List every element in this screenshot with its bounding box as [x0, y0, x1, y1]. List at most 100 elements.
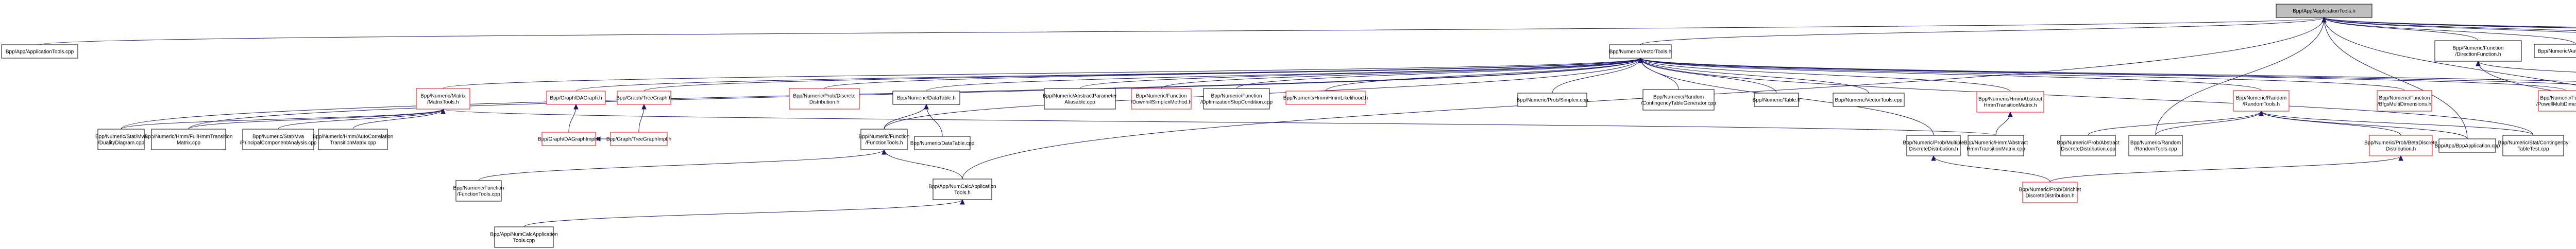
node-label: /DirectionFunction.h	[2455, 52, 2501, 58]
node-label: Matrix.cpp	[177, 140, 201, 146]
graph-node-functiontools-h[interactable]: Bpp/Numeric/Function/FunctionTools.h	[859, 129, 910, 150]
edge-vectortools_h-to-root	[1640, 17, 2325, 45]
graph-node-directionfunction-h[interactable]: Bpp/Numeric/Function/DirectionFunction.h	[2434, 40, 2522, 62]
node-label: /MatrixTools.h	[427, 100, 459, 105]
node-box	[2377, 90, 2432, 112]
node-label: Bpp/App/ApplicationTools.h	[2293, 9, 2355, 14]
graph-node-downhill-h[interactable]: Bpp/Numeric/Function/DownhillSimplexMeth…	[1131, 88, 1192, 110]
node-box	[2060, 135, 2116, 156]
graph-node-root[interactable]: Bpp/App/ApplicationTools.h	[2276, 4, 2372, 18]
graph-node-betadiscrete-h[interactable]: Bpp/Numeric/Prob/BetaDiscreteDistributio…	[2364, 135, 2437, 156]
node-box	[933, 179, 992, 200]
graph-node-powell-h[interactable]: Bpp/Numeric/Function/PowellMultiDimensio…	[2536, 90, 2576, 112]
graph-node-abstractparamaliasable-cpp[interactable]: Bpp/Numeric/AbstractParameterAliasable.c…	[1043, 88, 1117, 110]
arrowhead-icon	[595, 136, 601, 141]
graph-node-cttest-cpp[interactable]: Bpp/Numeric/Stat/ContingencyTableTest.cp…	[2498, 135, 2569, 156]
edge-table_h-to-vectortools_h	[1640, 58, 1777, 94]
graph-node-pca-cpp[interactable]: Bpp/Numeric/Stat/Mva/PrincipalComponentA…	[240, 129, 317, 150]
node-label: Bpp/Numeric/Hmm/Abstract	[1964, 140, 2028, 146]
graph-node-multidiscrete-h[interactable]: Bpp/Numeric/Prob/MultipleDiscreteDistrib…	[1903, 135, 1964, 156]
graph-node-dagraph-h[interactable]: Bpp/Graph/DAGraph.h	[546, 91, 606, 105]
edge-conjgrad_cpp-to-directionfunction_h	[2478, 61, 2576, 95]
node-label: Bpp/Numeric/Function	[1211, 94, 1262, 99]
graph-node-randomtools-cpp[interactable]: Bpp/Numeric/Random/RandomTools.cpp	[2128, 135, 2183, 156]
arrowhead-icon	[1931, 155, 1936, 161]
graph-node-fullhmmtm-cpp[interactable]: Bpp/Numeric/Hmm/FullHmmTransitionMatrix.…	[145, 129, 233, 150]
node-label: Bpp/Graph/DAGraphImpl.h	[538, 137, 600, 143]
node-box	[2538, 90, 2576, 112]
graph-node-datatable-h[interactable]: Bpp/Numeric/DataTable.h	[892, 91, 960, 105]
arrowhead-icon	[573, 103, 579, 110]
graph-node-hmmlikelihood-h[interactable]: Bpp/Numeric/Hmm/HmmLikelihood.h	[1283, 91, 1368, 105]
node-box	[2502, 135, 2564, 156]
graph-node-treegraphimpl-h[interactable]: Bpp/Graph/TreeGraphImpl.h	[606, 132, 671, 146]
nodes-layer: Bpp/App/ApplicationTools.hBpp/App/Applic…	[1, 4, 2576, 248]
graph-node-bfgs-h[interactable]: Bpp/Numeric/Function/BfgsMultiDimensions…	[2377, 90, 2432, 112]
graph-node-vectortools-cpp[interactable]: Bpp/Numeric/VectorTools.cpp	[1833, 93, 1905, 107]
graph-node-abshmmtm-h[interactable]: Bpp/Numeric/Hmm/AbstractHmmTransitionMat…	[1976, 91, 2044, 113]
node-box	[1754, 93, 1799, 107]
graph-node-optstop-cpp[interactable]: Bpp/Numeric/Function/OptimizationStopCon…	[1200, 88, 1273, 110]
graph-node-datatable-cpp[interactable]: Bpp/Numeric/DataTable.cpp	[910, 136, 975, 150]
node-label: /BfgsMultiDimensions.h	[2378, 102, 2431, 108]
arrowhead-icon	[641, 103, 647, 110]
node-label: Bpp/Numeric/Stat/Mva	[95, 134, 147, 140]
edge-randomtools_cpp-to-root	[2155, 17, 2325, 136]
edge-optstop_cpp-to-vectortools_h	[1236, 58, 1641, 89]
node-label: Bpp/Numeric/Prob/Abstract	[2057, 140, 2119, 146]
graph-node-absdiscrete-cpp[interactable]: Bpp/Numeric/Prob/AbstractDiscreteDistrib…	[2057, 135, 2120, 156]
graph-node-table-h[interactable]: Bpp/Numeric/Table.h	[1753, 93, 1801, 107]
graph-node-treegraph-h[interactable]: Bpp/Graph/TreeGraph.h	[616, 91, 672, 105]
graph-node-bppapp-cpp[interactable]: Bpp/App/BppApplication.cpp	[2435, 138, 2500, 153]
graph-node-vectortools-h[interactable]: Bpp/Numeric/VectorTools.h	[1609, 44, 1672, 59]
node-label: Distribution.h	[2386, 147, 2416, 152]
node-box	[1285, 91, 1366, 105]
edge-randomtools_h-to-vectortools_h	[1640, 58, 2262, 91]
node-label: Bpp/Numeric/Prob/Discrete	[793, 94, 856, 99]
arrowhead-icon	[440, 108, 446, 114]
graph-node-randomtools-h[interactable]: Bpp/Numeric/Random/RandomTools.h	[2233, 90, 2290, 112]
edge-discretedist_h-to-vectortools_h	[824, 58, 1641, 89]
edge-abshmmtm_h-to-vectortools_h	[1640, 58, 2011, 92]
node-box	[1, 44, 78, 59]
node-label: TableTest.cpp	[2517, 147, 2549, 152]
node-label: Bpp/Numeric/Function	[2379, 96, 2430, 101]
node-box	[2233, 90, 2290, 112]
edge-betadiscrete_h-to-randomtools_h	[2261, 111, 2401, 136]
edge-matrixtools_h-to-vectortools_h	[443, 58, 1641, 89]
node-label: Bpp/Numeric/Prob/Simplex.cpp	[1517, 98, 1588, 103]
arrowhead-icon	[924, 103, 929, 110]
edge-absdiscrete_cpp-to-randomtools_h	[2088, 111, 2262, 136]
edge-bppapp_cpp-to-root	[2324, 17, 2468, 139]
edge-autocorr_cpp-to-matrixtools_h	[352, 109, 444, 130]
edge-abstractoptimizer_cpp-to-root	[2324, 17, 2576, 33]
graph-node-autoparameter-cpp[interactable]: Bpp/Numeric/AutoParameter.cpp	[2534, 44, 2576, 58]
node-label: Bpp/Numeric/Prob/Multiple	[1903, 140, 1964, 146]
edge-downhill_h-to-vectortools_h	[1161, 58, 1641, 89]
node-label: Bpp/Numeric/Hmm/Abstract	[1978, 97, 2042, 102]
arrowhead-icon	[2321, 16, 2327, 23]
node-label: Bpp/Numeric/Hmm/HmmLikelihood.h	[1283, 96, 1368, 101]
node-label: /DualityDiagram.cpp	[98, 140, 144, 146]
graph-node-discretedist-h[interactable]: Bpp/Numeric/Prob/DiscreteDistribution.h	[789, 88, 860, 110]
graph-node-autocorr-cpp[interactable]: Bpp/Numeric/Hmm/AutoCorrelationTransitio…	[313, 129, 394, 150]
graph-node-simplex-cpp[interactable]: Bpp/Numeric/Prob/Simplex.cpp	[1517, 93, 1588, 107]
graph-node-apptools-cpp[interactable]: Bpp/App/ApplicationTools.cpp	[1, 44, 78, 59]
node-box	[1517, 93, 1587, 107]
graph-node-functiontools-cpp[interactable]: Bpp/Numeric/Function/FunctionTools.cpp	[453, 180, 504, 202]
node-label: /RandomTools.h	[2243, 102, 2280, 108]
edge-vectortools_cpp-to-vectortools_h	[1640, 58, 1869, 94]
graph-node-ctgenerator-cpp[interactable]: Bpp/Numeric/Random/ContingencyTableGener…	[1641, 89, 1716, 111]
graph-node-dirichlet-h[interactable]: Bpp/Numeric/Prob/DirichletDiscreteDistri…	[2019, 182, 2081, 203]
node-box	[2276, 4, 2372, 18]
node-label: Aliasable.cpp	[1064, 100, 1095, 105]
node-label: Bpp/App/NumCalcApplication	[928, 184, 996, 190]
node-box	[1642, 89, 1715, 111]
graph-node-matrixtools-h[interactable]: Bpp/Numeric/Matrix/MatrixTools.h	[416, 88, 470, 110]
node-label: Bpp/Numeric/DataTable.h	[897, 96, 956, 101]
graph-node-dualitydiagram-cpp[interactable]: Bpp/Numeric/Stat/Mva/DualityDiagram.cpp	[95, 129, 147, 150]
graph-node-dagraphimpl-h[interactable]: Bpp/Graph/DAGraphImpl.h	[538, 132, 600, 146]
graph-node-abshmmtm-cpp[interactable]: Bpp/Numeric/Hmm/AbstractHmmTransitionMat…	[1964, 135, 2028, 156]
